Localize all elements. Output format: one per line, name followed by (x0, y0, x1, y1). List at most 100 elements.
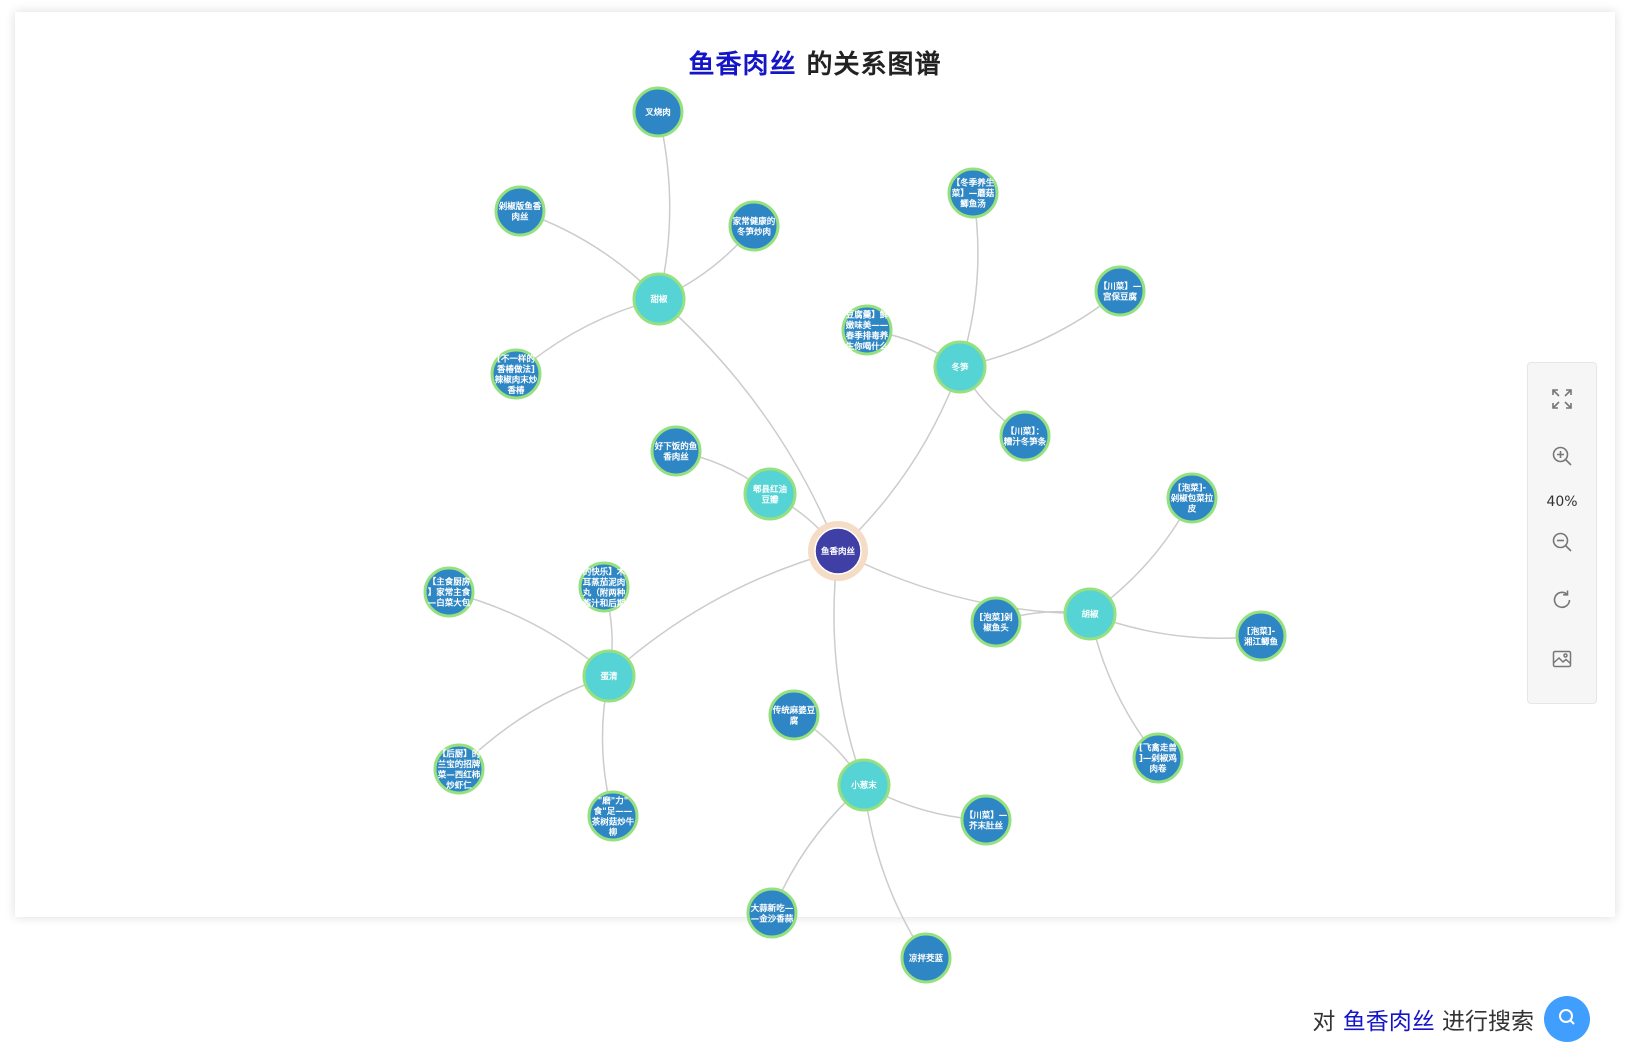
leaf-node[interactable]: [泡菜]-湘江鲫鱼 (1235, 610, 1287, 662)
group-node[interactable]: 冬笋 (933, 340, 987, 394)
zoom-out-button[interactable] (1528, 531, 1596, 553)
node-circle (960, 794, 1012, 846)
search-prefix: 对 (1312, 1009, 1343, 1035)
leaf-node[interactable]: 【川菜】—宫保豆腐 (1094, 265, 1146, 317)
node-circle (933, 340, 987, 394)
node-label: [泡菜]剁椒鱼头 (979, 612, 1012, 634)
node-circle (632, 272, 686, 326)
leaf-node[interactable]: 叉烧肉 (632, 86, 684, 138)
leaf-node[interactable]: "磨"力"食"足——茶树菇炒牛柳 (587, 790, 639, 842)
group-node[interactable]: 甜椒 (632, 272, 686, 326)
node-label: 【冬季养生菜】—蘑菇鲫鱼汤 (951, 178, 995, 210)
leaf-node[interactable]: 豆腐羹】鲜嫩味美——春季排毒养生你喝什么 (841, 304, 893, 356)
search-button[interactable] (1544, 996, 1590, 1042)
zoom-in-button[interactable] (1528, 445, 1596, 467)
node-label: 凉拌茭蓝 (909, 953, 944, 964)
node-circle (650, 425, 702, 477)
node-label: 蛋清 (600, 671, 618, 682)
graph-edge (837, 366, 961, 552)
node-label: 【川菜】—宫保豆腐 (1099, 281, 1142, 303)
fullscreen-button[interactable] (1528, 388, 1596, 410)
node-circle (1235, 610, 1287, 662)
leaf-node[interactable]: 【冬季养生菜】—蘑菇鲫鱼汤 (947, 167, 999, 219)
search-icon (1557, 1007, 1577, 1031)
leaf-node[interactable]: [不一样的香椿做法]辣椒肉末炒香椿 (490, 348, 542, 400)
node-circle (490, 348, 542, 400)
graph-edge (658, 298, 839, 552)
group-node[interactable]: 小葱末 (837, 758, 891, 812)
node-circle (423, 566, 475, 618)
leaf-node[interactable]: 剁椒版鱼香肉丝 (494, 185, 546, 237)
node-label: 好下饭的鱼香肉丝 (654, 441, 698, 463)
leaf-node[interactable]: 【后厨】的兰宝的招牌菜—西红柿炒虾仁 (433, 743, 485, 795)
zoom-out-icon (1528, 531, 1596, 553)
node-label: 豆腐羹】鲜嫩味美——春季排毒养生你喝什么 (845, 309, 889, 352)
node-circle (494, 185, 546, 237)
node-circle (814, 527, 862, 575)
node-circle (837, 758, 891, 812)
graph-edge (959, 290, 1121, 368)
node-circle (746, 887, 798, 939)
title-suffix: 的关系图谱 (796, 50, 942, 80)
node-label: "磨"力"食"足——茶树菇炒牛柳 (591, 795, 635, 838)
node-label: 【主食厨房】家常主食—白菜大包 (428, 577, 471, 609)
graph-edge (833, 550, 865, 786)
zoom-in-icon (1528, 445, 1596, 467)
node-circle (1132, 732, 1184, 784)
node-circle (947, 167, 999, 219)
leaf-node[interactable]: 【川菜】：糟汁冬笋条 (999, 410, 1051, 462)
leaf-node[interactable]: [飞禽走兽]—剁椒鸡肉卷 (1132, 732, 1184, 784)
search-suffix: 进行搜索 (1434, 1009, 1534, 1035)
graph-edge (608, 550, 839, 677)
graph-edge (863, 784, 927, 959)
node-label: 胡椒 (1081, 609, 1099, 620)
group-node[interactable]: 胡椒 (1063, 587, 1117, 641)
node-label: 郫县红油豆瓣 (753, 484, 787, 506)
node-circle (1166, 472, 1218, 524)
leaf-node[interactable]: 好下饭的鱼香肉丝 (650, 425, 702, 477)
group-node[interactable]: 郫县红油豆瓣 (743, 467, 797, 521)
fullscreen-icon (1528, 388, 1596, 410)
refresh-button[interactable] (1528, 589, 1596, 611)
leaf-node[interactable]: 家常健康的冬笋炒肉 (728, 200, 780, 252)
node-label: 传统麻婆豆腐 (772, 705, 816, 727)
node-circle (768, 689, 820, 741)
leaf-node[interactable]: 【川菜】—芥末肚丝 (960, 794, 1012, 846)
node-circle (900, 932, 952, 984)
graph-edge (657, 111, 671, 300)
search-bar: 对 鱼香肉丝 进行搜索 (1312, 995, 1590, 1043)
node-circle (632, 86, 684, 138)
leaf-node[interactable]: 大蒜新吃——金沙香蒜 (746, 887, 798, 939)
search-text: 对 鱼香肉丝 进行搜索 (1312, 1002, 1534, 1036)
search-keyword[interactable]: 鱼香肉丝 (1342, 1009, 1435, 1035)
node-circle (582, 649, 636, 703)
node-circle (433, 743, 485, 795)
group-node[interactable]: 蛋清 (582, 649, 636, 703)
center-node[interactable]: 鱼香肉丝 (808, 521, 868, 581)
refresh-icon (1528, 589, 1596, 611)
node-label: 家常健康的冬笋炒肉 (733, 216, 776, 238)
leaf-node[interactable]: 凉拌茭蓝 (900, 932, 952, 984)
node-label: [泡菜]-湘江鲫鱼 (1244, 626, 1279, 648)
node-label: 【川菜】：糟汁冬笋条 (1004, 426, 1047, 448)
leaf-node[interactable]: 传统麻婆豆腐 (768, 689, 820, 741)
node-label: 鱼香肉丝 (821, 546, 856, 557)
leaf-node[interactable]: [泡菜]剁椒鱼头 (970, 596, 1022, 648)
node-circle (578, 561, 630, 613)
node-label: 的快乐】木耳蒸茄泥肉丸（附两种酱汁和后期 (582, 566, 626, 609)
leaf-node[interactable]: 【主食厨房】家常主食—白菜大包 (423, 566, 475, 618)
node-label: [飞禽走兽]—剁椒鸡肉卷 (1139, 743, 1177, 775)
leaf-node[interactable]: [泡菜]-剁椒包菜拉皮 (1166, 472, 1218, 524)
page-title: 鱼香肉丝 的关系图谱 (15, 44, 1615, 81)
save-image-icon (1528, 648, 1596, 670)
node-label: 甜椒 (650, 294, 668, 305)
zoom-level: 40% (1546, 494, 1578, 510)
node-circle (728, 200, 780, 252)
node-circle (841, 304, 893, 356)
node-circle (1094, 265, 1146, 317)
node-label: [不一样的香椿做法]辣椒肉末炒香椿 (495, 353, 538, 396)
leaf-node[interactable]: 的快乐】木耳蒸茄泥肉丸（附两种酱汁和后期 (578, 561, 630, 613)
save-image-button[interactable] (1528, 648, 1596, 670)
